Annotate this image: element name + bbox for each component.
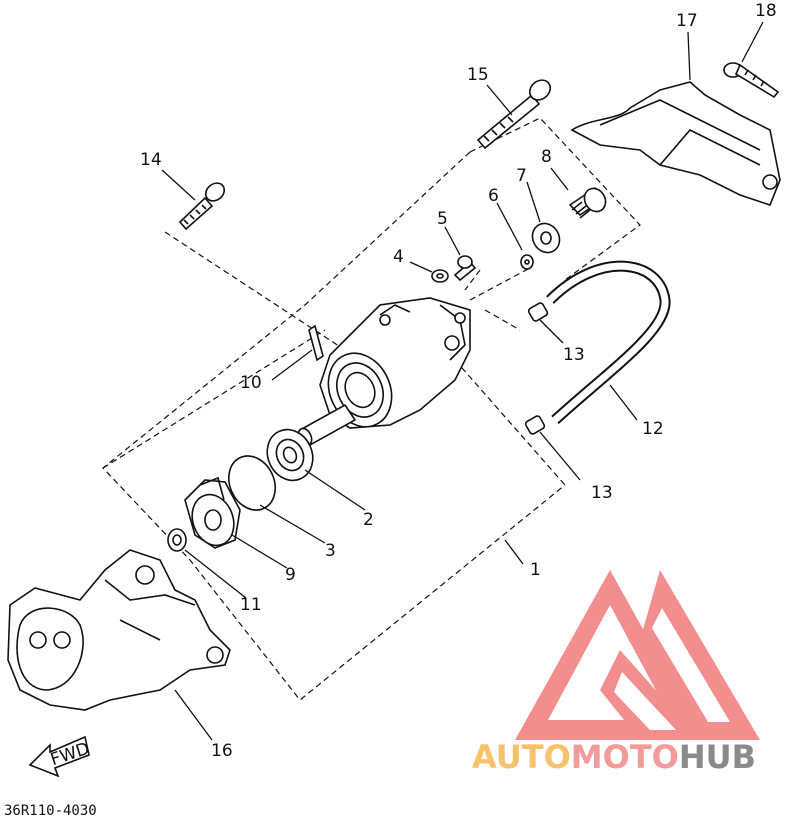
callout-13b: 13 [591, 483, 613, 503]
callout-12: 12 [642, 419, 664, 439]
seal-7 [531, 222, 561, 254]
callout-6: 6 [488, 186, 499, 206]
clamp-13a [527, 302, 549, 322]
bolt-15 [476, 79, 552, 150]
callout-13a: 13 [563, 345, 585, 365]
callout-5: 5 [437, 209, 448, 229]
wordmark-auto: AUTO [472, 738, 571, 776]
callout-16: 16 [211, 741, 233, 761]
housing-16 [7, 549, 231, 711]
hose-12 [546, 260, 671, 425]
cover-17 [570, 81, 781, 206]
callout-2: 2 [363, 510, 374, 530]
wordmark-hub: HUB [679, 738, 756, 776]
callout-10: 10 [240, 373, 262, 393]
pin-10 [308, 324, 324, 362]
o-ring-3 [228, 455, 276, 511]
fwd-arrow: FWD [28, 735, 92, 778]
screw-18 [723, 62, 780, 99]
bolt-5 [453, 255, 477, 282]
pump-body [297, 297, 471, 447]
callout-leaders [161, 21, 764, 741]
diagram-code: 36R110-4030 [4, 803, 97, 819]
bolt-14 [178, 182, 226, 231]
callout-15: 15 [467, 65, 489, 85]
washer-4 [431, 269, 449, 283]
washer-11 [167, 528, 187, 552]
callout-9: 9 [285, 565, 296, 585]
callout-14: 14 [140, 150, 162, 170]
callout-11: 11 [240, 595, 262, 615]
clamp-13b [524, 415, 546, 435]
callout-7: 7 [516, 166, 527, 186]
callout-3: 3 [325, 541, 336, 561]
plug-8 [568, 186, 607, 219]
callout-17: 17 [676, 11, 698, 31]
washer-6 [520, 254, 534, 270]
callout-4: 4 [393, 247, 404, 267]
callout-labels: 1 2 3 4 5 6 7 8 9 10 11 12 13 13 14 15 1… [140, 1, 777, 761]
automotohub-logo [515, 570, 760, 740]
fwd-label: FWD [48, 739, 92, 770]
svg-text:AUTOMOTOHUB: AUTOMOTOHUB [472, 738, 756, 776]
callout-18: 18 [755, 1, 777, 21]
callout-8: 8 [541, 147, 552, 167]
dashed-guides [102, 117, 641, 701]
impeller-9 [184, 476, 241, 549]
callout-1: 1 [530, 560, 541, 580]
automotohub-wordmark: AUTOMOTOHUB [472, 738, 756, 776]
wordmark-moto: MOTO [571, 738, 679, 776]
bearing-2 [266, 428, 314, 482]
